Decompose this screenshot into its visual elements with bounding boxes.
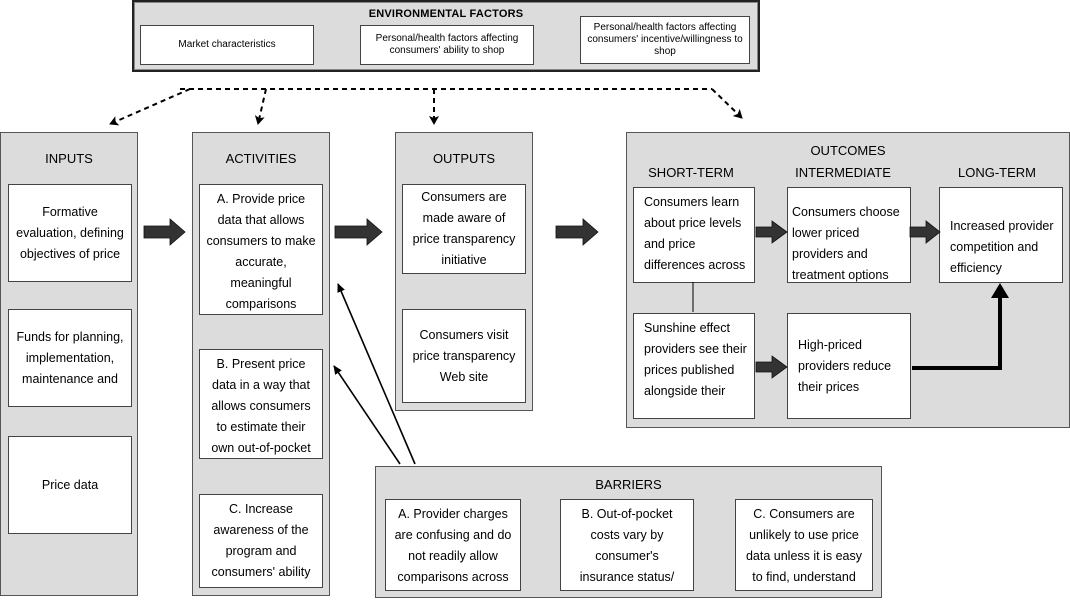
arrow-inputs-to-activities	[143, 218, 186, 246]
barrier-arrow-to-activity-b	[333, 365, 401, 465]
outcomes-panel: OUTCOMES SHORT-TERM INTERMEDIATE LONG-TE…	[626, 132, 1070, 428]
arrow-outputs-to-outcomes	[555, 218, 599, 246]
flow-block-arrows	[143, 218, 941, 379]
env-arrow-to-inputs	[109, 88, 191, 126]
activity-a: A. Provide price data that allows consum…	[199, 184, 323, 315]
barrier-c: C. Consumers are unlikely to use price d…	[735, 499, 873, 591]
outcome-intermediate-choose: Consumers choose lower priced providers …	[787, 187, 911, 283]
outputs-title: OUTPUTS	[432, 151, 496, 166]
barriers-title: BARRIERS	[595, 477, 662, 492]
outcome-short-sunshine: Sunshine effect providers see their pric…	[633, 313, 755, 419]
barrier-b: B. Out-of-pocket costs vary by consumer'…	[560, 499, 694, 591]
env-willingness-to-shop: Personal/health factors affecting consum…	[580, 16, 750, 64]
barrier-a: A. Provider charges are confusing and do…	[385, 499, 521, 591]
env-dashed-arrows	[109, 88, 743, 126]
activity-b: B. Present price data in a way that allo…	[199, 349, 323, 459]
activities-panel: ACTIVITIES A. Provide price data that al…	[192, 132, 330, 596]
environmental-factors-panel: ENVIRONMENTAL FACTORS Market characteris…	[132, 0, 760, 72]
inputs-title: INPUTS	[45, 151, 93, 166]
outcome-intermediate-reduce: High-priced providers reduce their price…	[787, 313, 911, 419]
input-formative-evaluation: Formative evaluation, defining objective…	[8, 184, 132, 282]
inputs-panel: INPUTS Formative evaluation, defining ob…	[0, 132, 138, 596]
input-price-data: Price data	[8, 436, 132, 534]
activities-title: ACTIVITIES	[225, 151, 297, 166]
outcomes-title: OUTCOMES	[810, 143, 886, 158]
arrow-sunshine-to-reduce	[755, 355, 788, 379]
short-term-label: SHORT-TERM	[648, 165, 734, 180]
output-visit-website: Consumers visit price transparency Web s…	[402, 309, 526, 403]
env-ability-to-shop: Personal/health factors affecting consum…	[360, 25, 534, 65]
arrow-choose-to-long-term	[909, 220, 941, 244]
barrier-arrow-to-activity-a	[337, 283, 416, 465]
activity-c: C. Increase awareness of the program and…	[199, 494, 323, 588]
arrow-reduce-to-long-term	[912, 283, 1009, 370]
long-term-label: LONG-TERM	[958, 165, 1036, 180]
env-arrow-to-activities	[254, 88, 267, 125]
environmental-factors-title: ENVIRONMENTAL FACTORS	[368, 8, 524, 20]
outputs-panel: OUTPUTS Consumers are made aware of pric…	[395, 132, 533, 411]
intermediate-label: INTERMEDIATE	[795, 165, 891, 180]
outcome-long-term: Increased provider competition and effic…	[939, 187, 1063, 283]
barrier-to-activity-arrows	[333, 283, 416, 465]
input-funds: Funds for planning, implementation, main…	[8, 309, 132, 407]
env-market-characteristics: Market characteristics	[140, 25, 314, 65]
outcome-short-learn: Consumers learn about price levels and p…	[633, 187, 755, 283]
arrow-activities-to-outputs	[334, 218, 383, 246]
env-arrow-to-outcomes	[711, 88, 743, 119]
arrow-learn-to-choose	[755, 220, 788, 244]
barriers-panel: BARRIERS A. Provider charges are confusi…	[375, 466, 882, 598]
output-aware: Consumers are made aware of price transp…	[402, 184, 526, 274]
